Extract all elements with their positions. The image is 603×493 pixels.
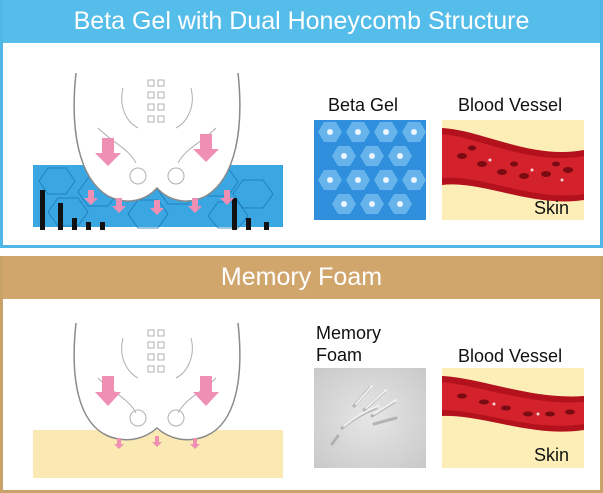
beta-gel-skin-label: Skin (534, 197, 569, 219)
memory-foam-skin-label: Skin (534, 444, 569, 466)
memory-foam-blood-vessel-label: Blood Vessel (458, 345, 562, 367)
beta-gel-blood-vessel-label: Blood Vessel (458, 94, 562, 116)
memory-foam-panel: Memory Foam (0, 256, 603, 493)
memory-foam-label: Memory Foam (316, 322, 381, 366)
pelvis-on-memory-foam-illustration (28, 318, 286, 480)
beta-gel-label: Beta Gel (328, 94, 398, 116)
pelvis-on-beta-gel-illustration (28, 68, 286, 230)
memory-foam-handprint-image (314, 368, 426, 468)
beta-gel-panel-title: Beta Gel with Dual Honeycomb Structure (3, 0, 600, 43)
memory-foam-panel-title: Memory Foam (3, 256, 600, 299)
beta-gel-texture-image (314, 120, 426, 220)
beta-gel-panel: Beta Gel with Dual Honeycomb Structure (0, 0, 603, 248)
